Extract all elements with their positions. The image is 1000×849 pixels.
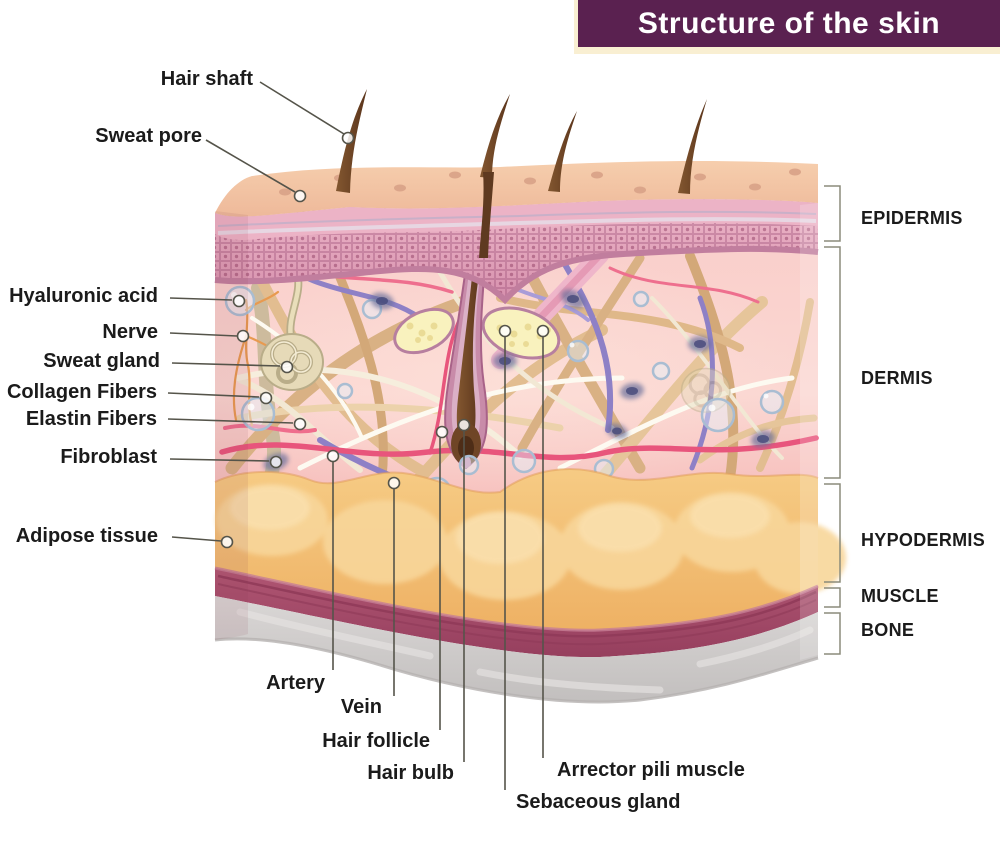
title-banner: Structure of the skin (574, 0, 1000, 54)
label-artery: Artery (266, 672, 325, 694)
label-layer-hypodermis: HYPODERMIS (861, 530, 986, 550)
label-hair-shaft: Hair shaft (160, 68, 253, 90)
bracket-bone (824, 612, 841, 655)
label-hair-bulb: Hair bulb (367, 762, 454, 784)
hair-follicle (444, 251, 488, 470)
epidermis-layer (214, 199, 819, 305)
skin-block (205, 89, 846, 704)
right-face-highlight (800, 203, 818, 660)
bone-layer (214, 596, 819, 704)
bracket-epidermis (824, 185, 841, 242)
muscle-layer (214, 566, 819, 658)
label-layer-bone: BONE (861, 620, 915, 640)
label-layer-dermis: DERMIS (861, 368, 933, 388)
sweat-gland-right (680, 367, 731, 413)
label-sebaceous-gland: Sebaceous gland (516, 791, 681, 813)
label-sweat-pore: Sweat pore (95, 125, 202, 147)
sebaceous-gland (393, 306, 561, 360)
hypodermis-layer (214, 468, 846, 631)
label-elastin-fibers: Elastin Fibers (25, 408, 157, 430)
bracket-hypodermis (824, 483, 841, 583)
label-vein: Vein (340, 696, 382, 718)
label-nerve: Nerve (102, 321, 158, 343)
label-hair-follicle: Hair follicle (322, 730, 430, 752)
leader-lines (167, 81, 550, 790)
page-title: Structure of the skin (637, 7, 941, 40)
label-layer-muscle: MUSCLE (861, 586, 939, 606)
label-hyaluronic-acid: Hyaluronic acid (9, 285, 158, 307)
label-sweat-gland: Sweat gland (43, 350, 160, 372)
hairs (336, 89, 707, 258)
label-fibroblast: Fibroblast (60, 446, 157, 468)
left-face-shading (215, 211, 248, 640)
label-layer-epidermis: EPIDERMIS (861, 208, 963, 228)
layer-brackets (824, 185, 841, 655)
label-adipose-tissue: Adipose tissue (15, 525, 158, 547)
label-collagen-fibers: Collagen Fibers (6, 381, 157, 403)
bracket-dermis (824, 246, 841, 479)
label-arrector-pili-muscle: Arrector pili muscle (557, 759, 745, 781)
bracket-muscle (824, 587, 841, 608)
